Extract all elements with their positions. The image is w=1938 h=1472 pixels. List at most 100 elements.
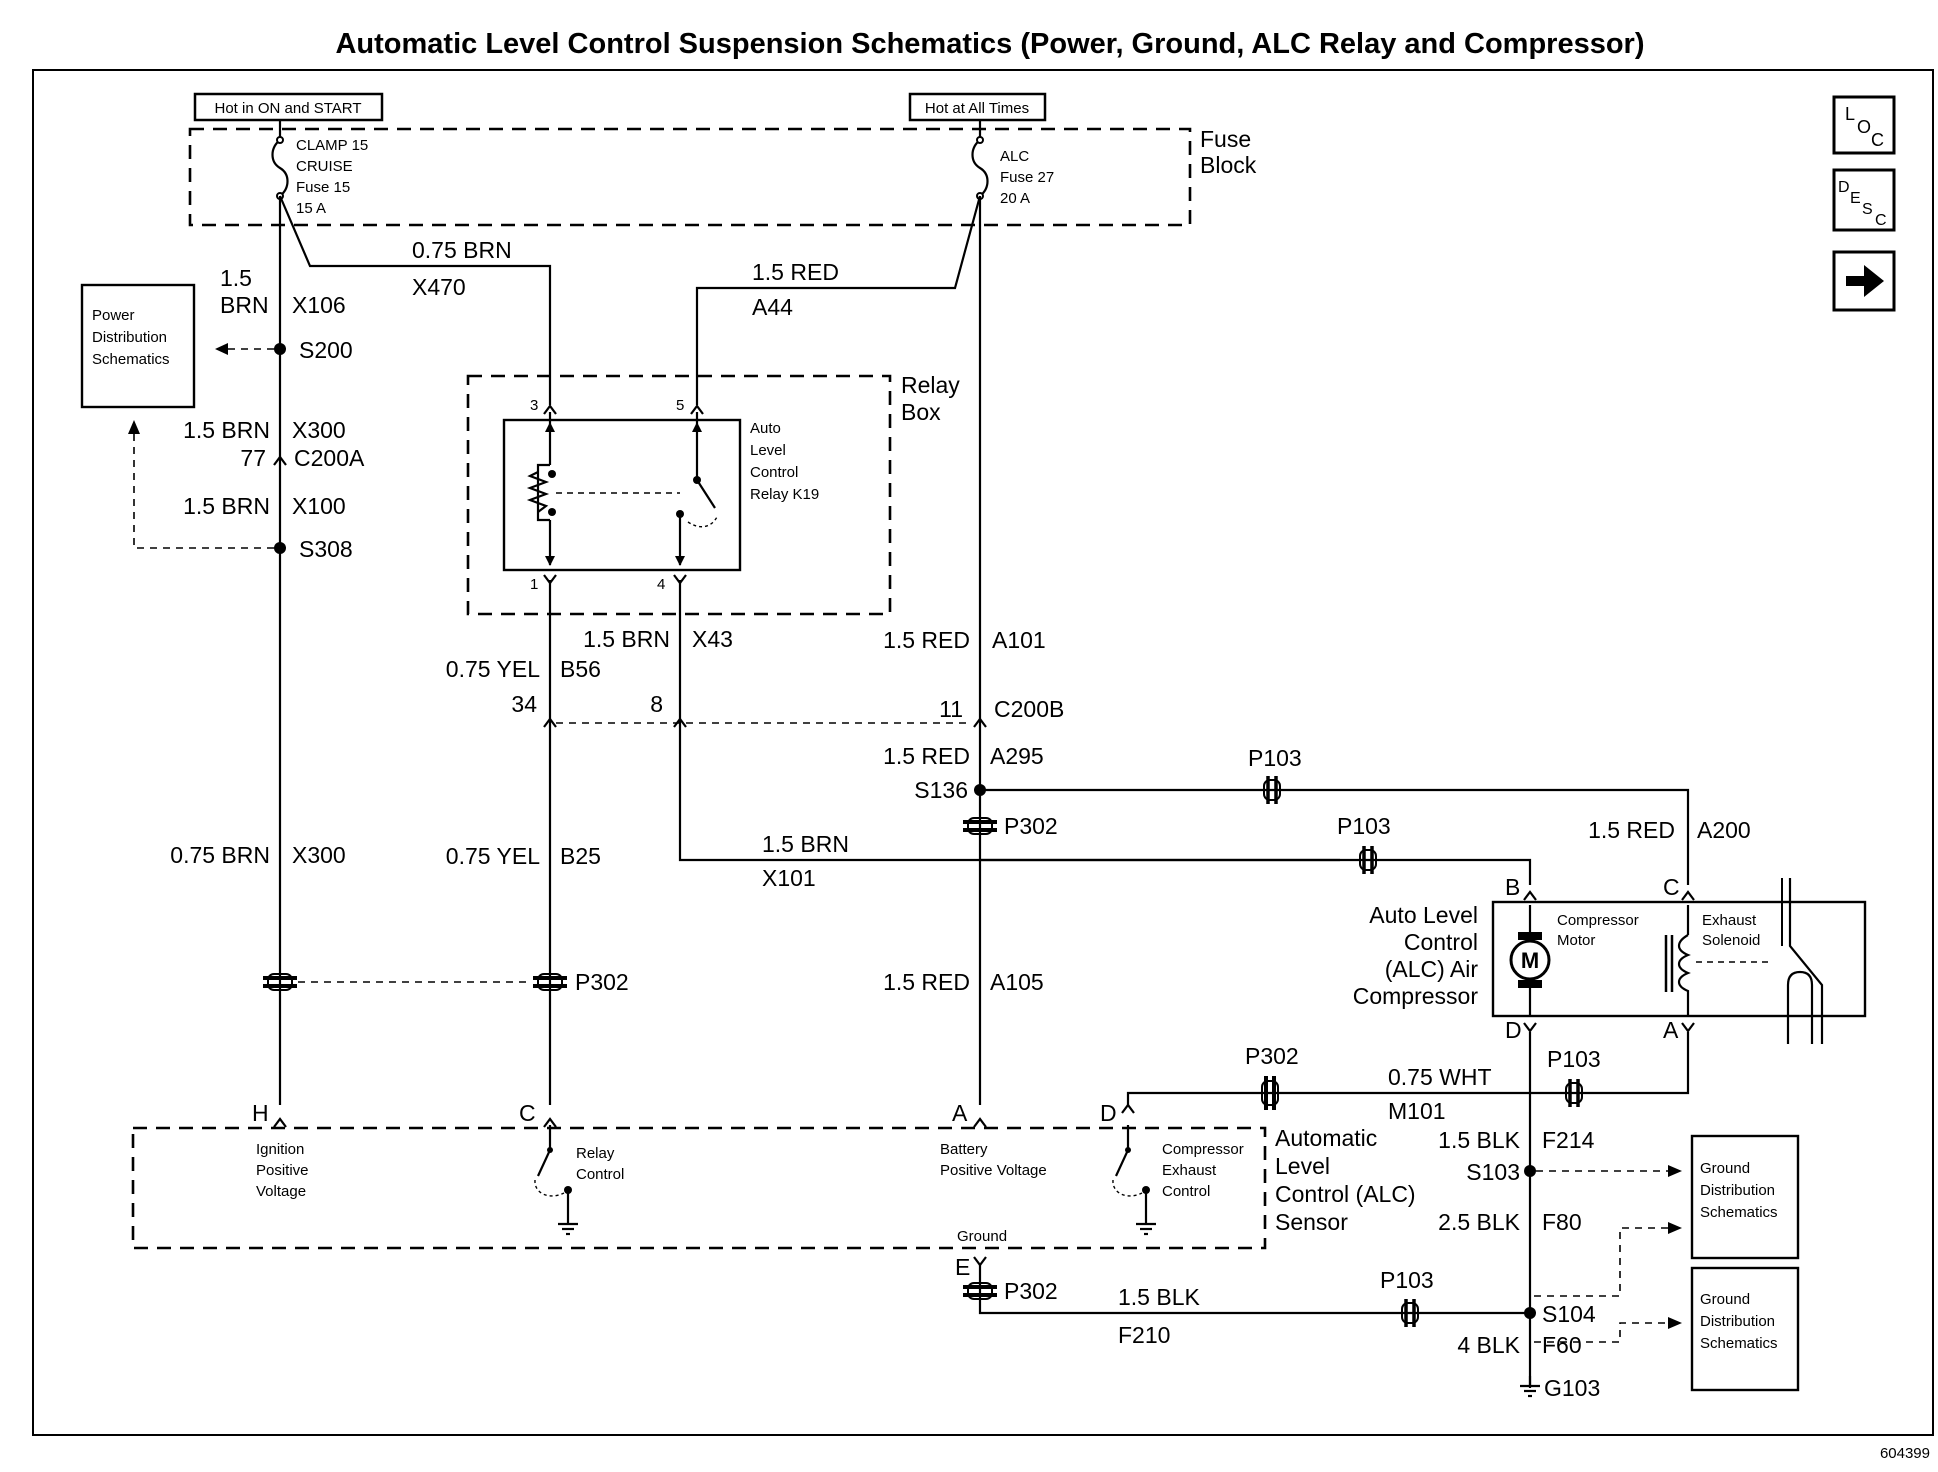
svg-text:Solenoid: Solenoid xyxy=(1702,932,1760,949)
svg-text:0.75 BRN: 0.75 BRN xyxy=(412,237,512,263)
svg-text:Automatic: Automatic xyxy=(1275,1125,1377,1151)
svg-text:L: L xyxy=(1845,104,1855,124)
svg-text:A105: A105 xyxy=(990,969,1044,995)
svg-text:0.75 BRN: 0.75 BRN xyxy=(170,842,270,868)
svg-text:Level: Level xyxy=(750,442,786,459)
fuse-15 xyxy=(271,120,289,200)
svg-text:X101: X101 xyxy=(762,865,816,891)
svg-text:G103: G103 xyxy=(1544,1375,1600,1401)
svg-text:E: E xyxy=(955,1254,970,1280)
svg-text:0.75 YEL: 0.75 YEL xyxy=(446,843,540,869)
svg-text:0.75 WHT: 0.75 WHT xyxy=(1388,1064,1492,1090)
svg-text:Auto: Auto xyxy=(750,420,781,437)
svg-text:E: E xyxy=(1850,190,1861,207)
svg-text:X100: X100 xyxy=(292,493,346,519)
svg-text:F210: F210 xyxy=(1118,1322,1170,1348)
svg-text:H: H xyxy=(252,1100,269,1126)
ground-distribution-box-1[interactable]: Ground Distribution Schematics xyxy=(1690,1134,1800,1260)
svg-text:P103: P103 xyxy=(1380,1267,1434,1293)
svg-text:X43: X43 xyxy=(692,626,733,652)
svg-text:Relay: Relay xyxy=(576,1145,615,1162)
svg-text:D: D xyxy=(1838,179,1850,196)
fuse-27 xyxy=(971,120,989,200)
svg-text:Positive Voltage: Positive Voltage xyxy=(940,1162,1047,1179)
svg-text:1.5 RED: 1.5 RED xyxy=(1588,817,1675,843)
svg-text:P302: P302 xyxy=(1245,1043,1299,1069)
svg-text:F214: F214 xyxy=(1542,1127,1595,1153)
svg-text:C200B: C200B xyxy=(994,696,1064,722)
svg-text:Distribution: Distribution xyxy=(1700,1313,1775,1330)
splice-s308 xyxy=(274,542,286,554)
svg-text:X106: X106 xyxy=(292,292,346,318)
fuse27-line-2: Fuse 27 xyxy=(1000,169,1054,186)
svg-text:Control: Control xyxy=(1162,1183,1210,1200)
svg-text:B25: B25 xyxy=(560,843,601,869)
svg-text:Control (ALC): Control (ALC) xyxy=(1275,1181,1416,1207)
fuse15-line-3: Fuse 15 xyxy=(296,179,350,196)
svg-text:4: 4 xyxy=(657,576,665,593)
svg-text:Distribution: Distribution xyxy=(92,329,167,346)
svg-text:Box: Box xyxy=(901,399,941,425)
svg-text:Ground: Ground xyxy=(1700,1160,1750,1177)
diagram-frame xyxy=(32,69,1934,1436)
svg-text:P103: P103 xyxy=(1547,1046,1601,1072)
svg-text:S136: S136 xyxy=(914,777,968,803)
svg-text:1: 1 xyxy=(530,576,538,593)
power-distribution-box[interactable]: Power Distribution Schematics xyxy=(80,283,196,409)
svg-text:C: C xyxy=(1871,130,1884,150)
fuse15-line-1: CLAMP 15 xyxy=(296,137,368,154)
motor-symbol: M xyxy=(1521,948,1539,973)
relay-control-switch xyxy=(534,1125,580,1236)
svg-text:X470: X470 xyxy=(412,274,466,300)
fuse15-line-2: CRUISE xyxy=(296,158,353,175)
svg-text:Exhaust: Exhaust xyxy=(1162,1162,1217,1179)
svg-text:Hot in ON and START: Hot in ON and START xyxy=(215,100,362,117)
svg-text:O: O xyxy=(1857,117,1871,137)
svg-text:Positive: Positive xyxy=(256,1162,309,1179)
svg-text:3: 3 xyxy=(530,397,538,414)
svg-text:(ALC) Air: (ALC) Air xyxy=(1385,956,1479,982)
fuse-block-label-1: Fuse xyxy=(1200,126,1251,152)
svg-text:F60: F60 xyxy=(1542,1332,1582,1358)
arrow-right-icon[interactable] xyxy=(1832,250,1896,312)
svg-text:Exhaust: Exhaust xyxy=(1702,912,1757,929)
svg-text:Ignition: Ignition xyxy=(256,1141,304,1158)
svg-text:A295: A295 xyxy=(990,743,1044,769)
svg-text:Relay K19: Relay K19 xyxy=(750,486,819,503)
svg-text:Schematics: Schematics xyxy=(1700,1204,1778,1221)
svg-text:Sensor: Sensor xyxy=(1275,1209,1348,1235)
svg-text:Compressor: Compressor xyxy=(1353,983,1479,1009)
svg-text:1.5 BLK: 1.5 BLK xyxy=(1438,1127,1520,1153)
svg-text:D: D xyxy=(1505,1017,1522,1043)
svg-text:Voltage: Voltage xyxy=(256,1183,306,1200)
svg-text:S104: S104 xyxy=(1542,1301,1596,1327)
svg-text:Compressor: Compressor xyxy=(1162,1141,1244,1158)
svg-text:1.5: 1.5 xyxy=(220,265,252,291)
svg-text:2.5 BLK: 2.5 BLK xyxy=(1438,1209,1520,1235)
svg-text:1.5 RED: 1.5 RED xyxy=(752,259,839,285)
svg-text:1.5 BRN: 1.5 BRN xyxy=(762,831,849,857)
svg-text:Control: Control xyxy=(576,1166,624,1183)
fuse15-line-4: 15 A xyxy=(296,200,326,217)
svg-text:1.5 RED: 1.5 RED xyxy=(883,743,970,769)
svg-text:C: C xyxy=(1875,212,1887,229)
fuse27-line-3: 20 A xyxy=(1000,190,1030,207)
svg-text:Schematics: Schematics xyxy=(92,351,170,368)
svg-text:C200A: C200A xyxy=(294,445,365,471)
loc-icon[interactable]: LOC xyxy=(1832,95,1896,155)
fuse27-line-1: ALC xyxy=(1000,148,1029,165)
svg-text:S: S xyxy=(1862,201,1873,218)
svg-text:5: 5 xyxy=(676,397,684,414)
alc-air-compressor: M xyxy=(1491,878,1867,1044)
svg-text:P302: P302 xyxy=(575,969,629,995)
svg-text:Hot at All Times: Hot at All Times xyxy=(925,100,1029,117)
ground-distribution-box-2[interactable]: Ground Distribution Schematics xyxy=(1690,1266,1800,1392)
svg-text:1.5 BRN: 1.5 BRN xyxy=(583,626,670,652)
svg-text:34: 34 xyxy=(511,691,537,717)
svg-text:11: 11 xyxy=(939,696,963,722)
svg-text:Level: Level xyxy=(1275,1153,1330,1179)
svg-text:4 BLK: 4 BLK xyxy=(1457,1332,1520,1358)
svg-text:F80: F80 xyxy=(1542,1209,1582,1235)
svg-text:A200: A200 xyxy=(1697,817,1751,843)
